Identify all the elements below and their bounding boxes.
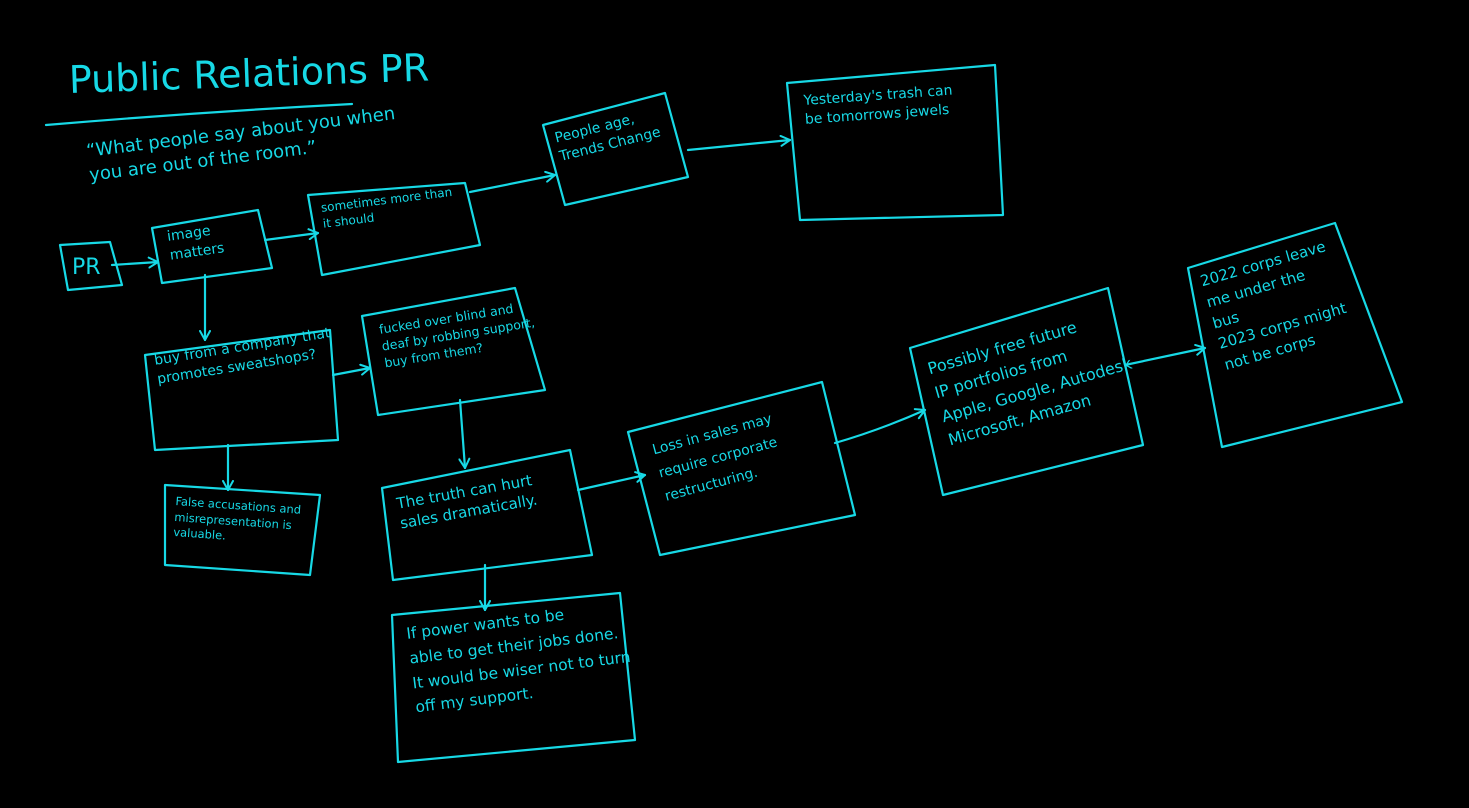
arrow (468, 170, 557, 194)
arrow (110, 256, 160, 269)
arrow (1123, 343, 1207, 367)
node-false: False accusations and misrepresentation … (172, 494, 302, 543)
box-age (541, 91, 690, 207)
box-sweatshops (143, 328, 340, 452)
box-truth (380, 448, 594, 582)
arrow (576, 471, 647, 492)
arrow (331, 363, 372, 377)
title-underline (44, 102, 354, 127)
box-sometimes (306, 181, 482, 277)
box-power (390, 591, 637, 764)
box-possibly (908, 286, 1145, 497)
box-corps (1186, 221, 1404, 449)
box-yesterday (785, 63, 1005, 222)
box-fucked (360, 286, 547, 417)
node-image: image matters (166, 222, 226, 264)
arrow (458, 398, 471, 470)
box-pr (58, 240, 124, 292)
arrow (263, 228, 320, 242)
node-pr: PR (72, 255, 101, 280)
box-false (163, 483, 322, 577)
arrow (686, 134, 792, 152)
arrow (833, 408, 927, 445)
box-loss (626, 380, 857, 557)
